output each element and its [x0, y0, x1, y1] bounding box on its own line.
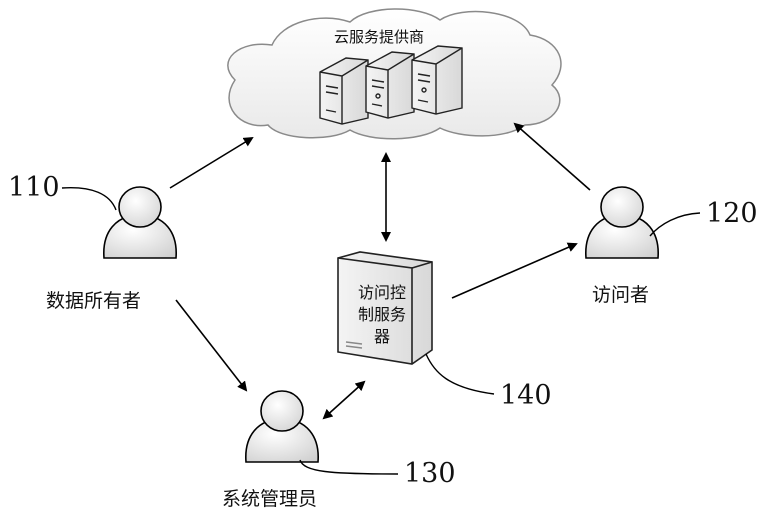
leader-110 — [62, 188, 116, 210]
arrow-visitor-to-cloud — [515, 124, 590, 190]
arrow-admin-server-bidirectional — [324, 382, 364, 418]
leader-120 — [650, 213, 700, 236]
server-tower-2 — [366, 52, 414, 118]
ref-140: 140 — [500, 380, 552, 411]
admin-label: 系统管理员 — [222, 484, 317, 511]
admin-person-icon — [246, 391, 318, 462]
access-server-label-line-1: 访问控 — [340, 282, 424, 304]
arrow-owner-to-cloud — [170, 138, 252, 188]
server-tower-1 — [320, 58, 368, 124]
server-tower-3 — [412, 46, 462, 114]
data-owner-person-icon — [104, 187, 176, 258]
visitor-person-icon — [586, 187, 658, 258]
cloud-provider-title: 云服务提供商 — [334, 26, 424, 47]
visitor-label: 访问者 — [592, 280, 649, 307]
leader-140 — [426, 354, 494, 394]
data-owner-label: 数据所有者 — [46, 286, 141, 313]
access-server-label-line-3: 器 — [340, 326, 424, 348]
arrow-owner-to-admin — [176, 300, 246, 390]
arrow-server-to-visitor — [452, 244, 576, 298]
ref-130: 130 — [404, 458, 456, 489]
ref-120: 120 — [706, 198, 758, 229]
access-server-label-line-2: 制服务 — [340, 304, 424, 326]
ref-110: 110 — [8, 172, 60, 203]
access-control-server-label: 访问控 制服务 器 — [340, 282, 424, 348]
